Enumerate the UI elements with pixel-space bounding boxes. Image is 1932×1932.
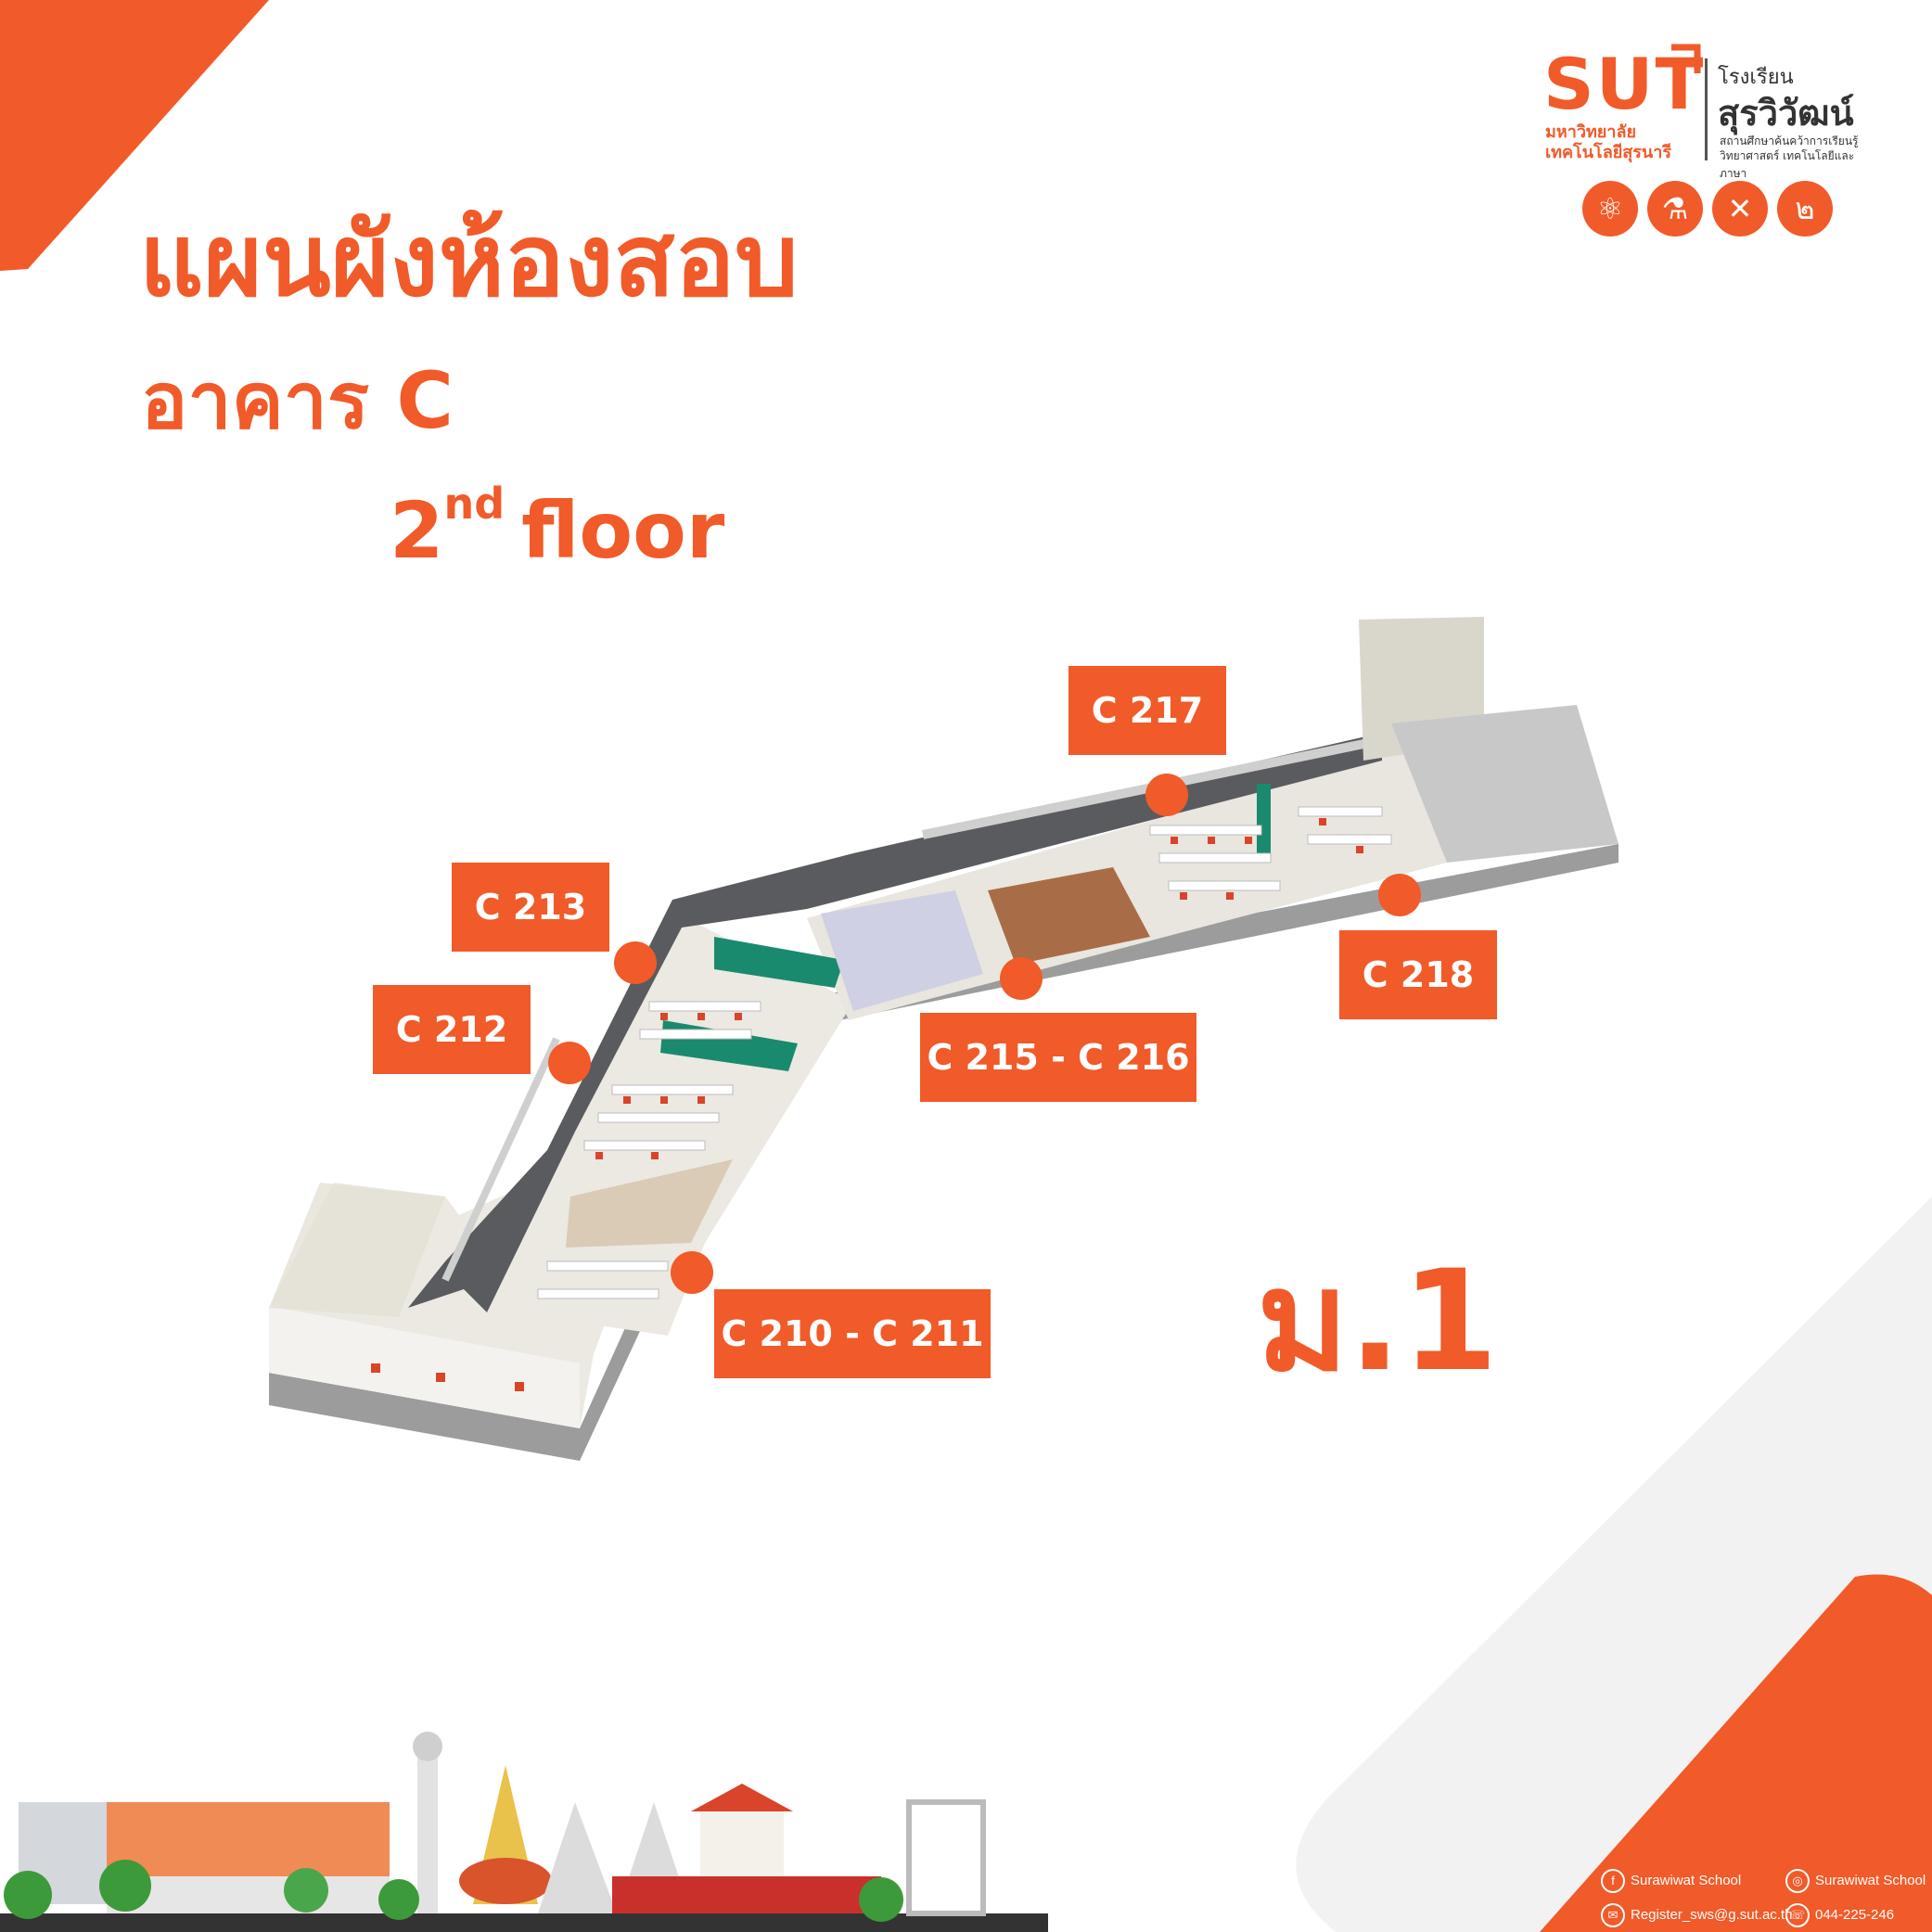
tower-top bbox=[413, 1732, 442, 1761]
corridor bbox=[408, 733, 1382, 1312]
room-label-c215-c216: C 215 - C 216 bbox=[920, 1013, 1196, 1102]
campus-illustration bbox=[0, 1732, 1048, 1932]
atom-icon: ⚛ bbox=[1582, 181, 1638, 237]
red-building-right bbox=[612, 1876, 881, 1913]
building-name: อาคาร C bbox=[141, 355, 454, 446]
school-description-2: วิทยาศาสตร์ เทคโนโลยีและภาษา bbox=[1720, 149, 1855, 180]
c213-board bbox=[714, 937, 844, 988]
marker-c210 bbox=[671, 1251, 713, 1294]
pavilion-body bbox=[700, 1811, 784, 1886]
floor-word: floor bbox=[521, 485, 725, 576]
phone-icon: ☏ bbox=[1785, 1903, 1810, 1927]
tree-1 bbox=[4, 1871, 52, 1919]
school-logo: SUT มหาวิทยาลัย เทคโนโลยีสุรนารี โรงเรีย… bbox=[1540, 42, 1874, 241]
tree-4 bbox=[378, 1879, 419, 1920]
building-orange-base bbox=[107, 1876, 390, 1913]
university-name-line1: มหาวิทยาลัย bbox=[1545, 122, 1637, 142]
facebook-icon: f bbox=[1601, 1869, 1625, 1893]
monument-base bbox=[459, 1858, 552, 1904]
steel-frame bbox=[906, 1799, 986, 1916]
sut-bracket-icon bbox=[1671, 44, 1701, 73]
school-description-1: สถานศึกษาค้นคว้าการเรียนรู้ bbox=[1720, 134, 1859, 147]
floor-number: 2 bbox=[390, 485, 444, 576]
desk-rows bbox=[537, 806, 1392, 1299]
email-contact[interactable]: ✉ Register_sws@g.sut.ac.th bbox=[1601, 1903, 1792, 1927]
tower-pillar bbox=[417, 1737, 438, 1913]
test-tubes-icon: ⚗ bbox=[1647, 181, 1703, 237]
c215-wood-floor bbox=[988, 867, 1150, 965]
red-chairs bbox=[371, 818, 1363, 1391]
west-wing-room-box bbox=[269, 1183, 445, 1317]
instagram-icon: ◎ bbox=[1785, 1869, 1810, 1893]
room-label-c218: C 218 bbox=[1339, 930, 1497, 1019]
marker-c218 bbox=[1378, 874, 1421, 916]
marker-c212 bbox=[548, 1042, 591, 1084]
phone-text: 044-225-246 bbox=[1815, 1906, 1895, 1923]
university-name-line2: เทคโนโลยีสุรนารี bbox=[1545, 143, 1672, 162]
mail-icon: ✉ bbox=[1601, 1903, 1625, 1927]
c215-blue-floor bbox=[821, 890, 983, 1011]
logo-divider bbox=[1705, 58, 1708, 160]
floor-suffix: nd bbox=[443, 479, 505, 529]
dna-icon: ✕ bbox=[1712, 181, 1768, 237]
school-label: โรงเรียน bbox=[1718, 66, 1794, 89]
building-base bbox=[269, 844, 1619, 1461]
corner-triangle-top-left bbox=[0, 0, 269, 271]
c218-board bbox=[1257, 784, 1271, 858]
school-name: สุรวิวัฒน์ bbox=[1718, 93, 1854, 134]
email-text: Register_sws@g.sut.ac.th bbox=[1631, 1906, 1793, 1923]
corner-triangle-bottom-right bbox=[1540, 1574, 1932, 1932]
room-label-c212: C 212 bbox=[373, 985, 531, 1074]
phone-contact[interactable]: ☏ 044-225-246 bbox=[1785, 1903, 1894, 1927]
page-title: แผนผังห้องสอบ bbox=[139, 203, 799, 319]
room-label-c210-c211: C 210 - C 211 bbox=[714, 1289, 991, 1378]
corridor-railing-west bbox=[441, 1037, 560, 1282]
grade-label: ม.1 bbox=[1257, 1241, 1499, 1402]
building-orange bbox=[107, 1802, 390, 1876]
tree-3 bbox=[284, 1868, 328, 1913]
restroom-block bbox=[1391, 705, 1619, 863]
thai-digit-icon: ๒ bbox=[1777, 181, 1833, 237]
pavilion-roof bbox=[691, 1784, 793, 1811]
instagram-text: Surawiwat School bbox=[1815, 1872, 1926, 1888]
c210-stage bbox=[566, 1159, 733, 1247]
west-wing-wall bbox=[269, 1308, 580, 1428]
instagram-contact[interactable]: ◎ Surawiwat School bbox=[1785, 1869, 1926, 1893]
room-label-c217: C 217 bbox=[1068, 666, 1226, 755]
ground-strip bbox=[0, 1913, 1048, 1932]
marker-c215 bbox=[1000, 957, 1043, 1000]
marker-c213 bbox=[614, 941, 657, 984]
marker-c217 bbox=[1145, 774, 1188, 816]
facebook-contact[interactable]: f Surawiwat School bbox=[1601, 1869, 1741, 1893]
facebook-text: Surawiwat School bbox=[1631, 1872, 1742, 1888]
tree-5 bbox=[859, 1877, 903, 1922]
room-label-c213: C 213 bbox=[452, 863, 609, 952]
tree-2 bbox=[99, 1860, 151, 1912]
sut-wordmark: SUT bbox=[1543, 43, 1706, 125]
